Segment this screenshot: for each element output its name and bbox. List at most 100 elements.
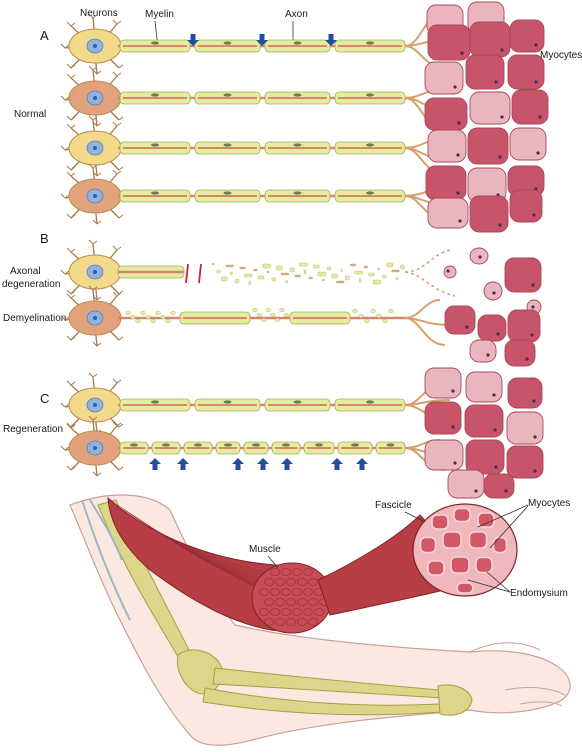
- node-arrow: [187, 34, 199, 46]
- myelin-debris: [364, 319, 370, 324]
- myocyte: [465, 54, 505, 90]
- myelin-debris: [376, 314, 382, 319]
- myelin-debris: [150, 319, 156, 324]
- myocyte: [483, 473, 515, 499]
- panel-b-label-1: Axonal: [10, 266, 41, 277]
- arm-illustration: [69, 494, 571, 746]
- panel-a-letter: A: [40, 28, 49, 43]
- myelin-debris: [140, 311, 146, 316]
- myocyte: [506, 445, 544, 479]
- node-arrow: [149, 458, 161, 470]
- myocyte: [424, 439, 464, 471]
- node-arrow: [281, 458, 293, 470]
- panel-c-label: Regeneration: [3, 424, 63, 435]
- myelin-debris: [253, 268, 258, 272]
- myocyte: [464, 404, 504, 438]
- nerve-fibers: [60, 13, 456, 477]
- myocyte: [465, 439, 505, 475]
- myelin-debris: [283, 313, 290, 318]
- myelin-debris: [155, 311, 161, 316]
- myelin-debris: [216, 269, 221, 274]
- myelin-debris: [225, 264, 235, 268]
- myelin-debris: [352, 309, 358, 314]
- myelin-debris: [370, 309, 376, 314]
- myelin-debris: [125, 311, 131, 316]
- myocyte: [424, 401, 462, 435]
- myelin-debris: [294, 274, 301, 278]
- fascicle-myocyte: [456, 582, 474, 594]
- neurons-label: Neurons: [80, 8, 118, 19]
- myocyte: [424, 97, 468, 131]
- fascicle-myocyte: [450, 556, 470, 574]
- myelinated-axon: [118, 141, 410, 155]
- degenerating-axon: [117, 249, 456, 297]
- node-arrow: [325, 34, 337, 46]
- myelin-debris: [299, 262, 308, 267]
- myelin-debris: [395, 276, 399, 281]
- myelin-debris: [290, 267, 295, 273]
- myelin-debris: [382, 319, 388, 324]
- fascicle-myocyte: [477, 512, 495, 528]
- endomysium-label: Endomysium: [510, 588, 568, 599]
- myocyte: [506, 411, 544, 445]
- myocyte: [469, 195, 509, 233]
- wrist-bones: [437, 684, 473, 716]
- neuron-cell-body: [60, 415, 124, 477]
- myelin-debris: [270, 313, 276, 318]
- myelin-debris: [262, 263, 271, 269]
- myelin-debris: [220, 276, 228, 282]
- myocyte: [465, 371, 503, 403]
- myelin-debris: [340, 268, 343, 273]
- myocyte: [507, 54, 545, 90]
- fascicle-myocyte: [442, 531, 462, 549]
- myocyte: [467, 127, 509, 165]
- myocyte: [427, 129, 467, 163]
- myelin-debris: [248, 280, 252, 286]
- myelin-debris: [261, 318, 267, 323]
- axon-label: Axon: [285, 9, 308, 20]
- myelin-debris: [388, 309, 394, 314]
- neuron-cell-body: [60, 115, 124, 177]
- node-arrow: [356, 458, 368, 470]
- panel-b-label-2: degeneration: [2, 279, 60, 290]
- myocyte: [424, 61, 464, 95]
- axon-cut-mark: [198, 263, 202, 284]
- myelin-debris: [170, 311, 176, 316]
- panel-b-label-3: Demyelination: [3, 313, 66, 324]
- myocyte: [447, 469, 485, 499]
- myocyte: [444, 305, 476, 335]
- myelin-debris: [145, 315, 151, 320]
- myelinated-axon: [118, 441, 410, 455]
- fascicle-myocyte: [468, 531, 488, 549]
- myelin-debris: [285, 279, 288, 284]
- myocyte: [469, 21, 511, 58]
- node-arrow: [331, 458, 343, 470]
- myelin-debris: [359, 277, 362, 283]
- fascicle-myocyte: [453, 507, 471, 523]
- myelin-debris: [279, 308, 285, 313]
- myelin-debris: [243, 273, 253, 278]
- myelin-debris: [257, 275, 265, 280]
- myocyte: [504, 257, 542, 293]
- myelin-debris: [363, 265, 368, 269]
- neuron-cell-body: [60, 285, 124, 347]
- panel-b-letter: B: [40, 231, 49, 246]
- myocyte: [509, 127, 547, 161]
- myocyte: [507, 377, 543, 409]
- myelin-debris: [336, 280, 345, 284]
- myelinated-axon: [118, 39, 410, 53]
- demyelinated-axon: [118, 308, 410, 325]
- neuron-cell-body: [60, 65, 124, 127]
- panel-c-letter: C: [40, 391, 49, 406]
- myelin-debris: [391, 269, 400, 273]
- myelin-debris: [130, 315, 136, 320]
- neuron-cell-body: [60, 372, 124, 434]
- myocyte: [427, 197, 469, 229]
- myelin-debris: [358, 314, 364, 319]
- myocyte: [483, 281, 503, 301]
- myelinated-axon: [118, 398, 410, 412]
- myelin-debris: [265, 308, 272, 313]
- myelin-debris: [377, 267, 380, 271]
- myelin-debris: [280, 272, 290, 276]
- myelin-debris: [372, 279, 382, 285]
